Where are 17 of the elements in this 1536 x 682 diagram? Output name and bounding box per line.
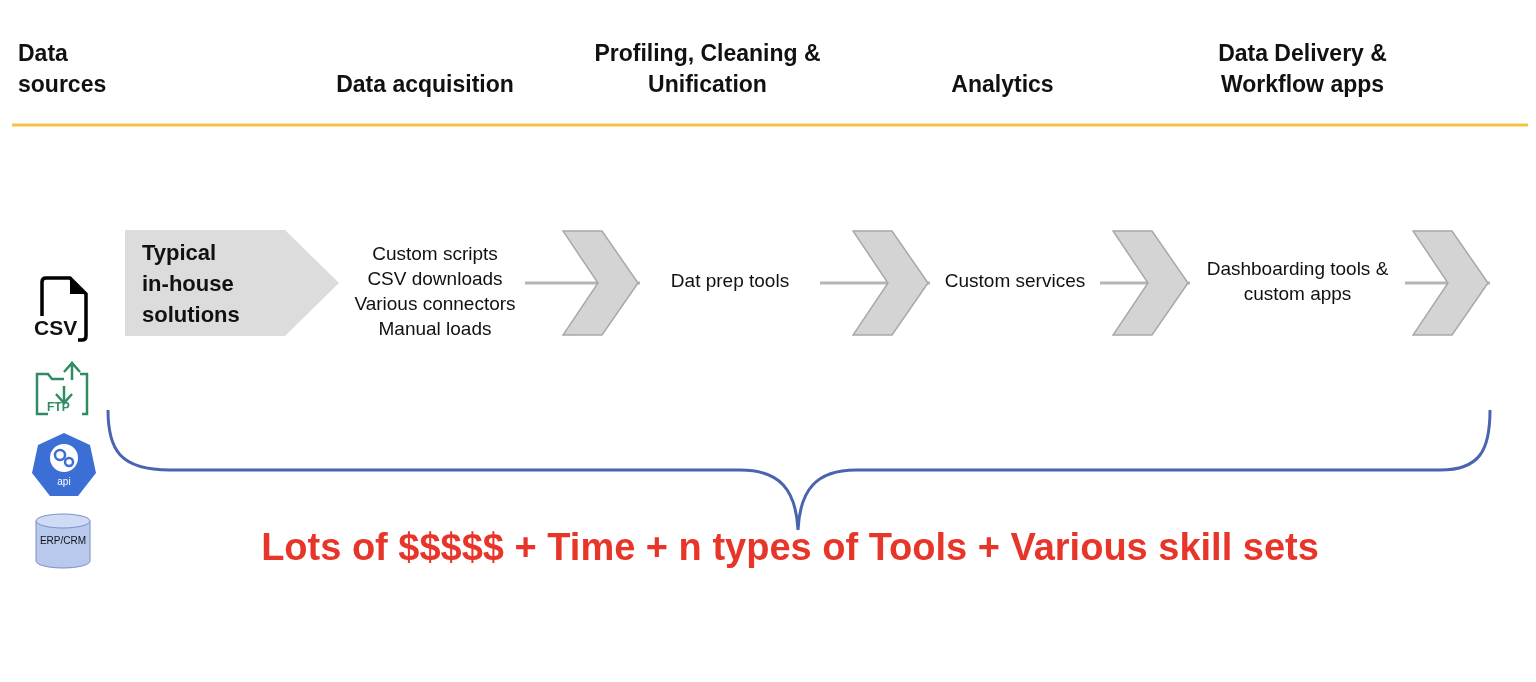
tool-text: Various connectors [354, 292, 516, 316]
tool-text: Custom scripts [372, 242, 498, 266]
badge-label: api [56, 476, 72, 487]
column-heading: Data acquisition [335, 70, 515, 99]
solution-heading: Typical in-house solutions [142, 238, 241, 329]
file-type-label: CSV [34, 316, 78, 340]
cylinder-label: ERP/CRM [38, 535, 88, 546]
column-heading: Data Delivery & Workflow apps [1217, 39, 1388, 99]
tool-text: Dashboarding tools & custom apps [1205, 257, 1390, 306]
tool-text: Manual loads [378, 317, 492, 341]
cost-summary-text: Lots of $$$$$ + Time + n types of Tools + Various skill sets [260, 525, 1320, 570]
tool-text: Custom services [944, 268, 1086, 293]
column-heading: Data sources [18, 39, 108, 99]
column-heading: Analytics [950, 70, 1055, 99]
column-heading: Profiling, Cleaning & Unification [593, 39, 822, 99]
tool-text: Dat prep tools [670, 268, 790, 293]
tool-text: CSV downloads [367, 267, 503, 291]
